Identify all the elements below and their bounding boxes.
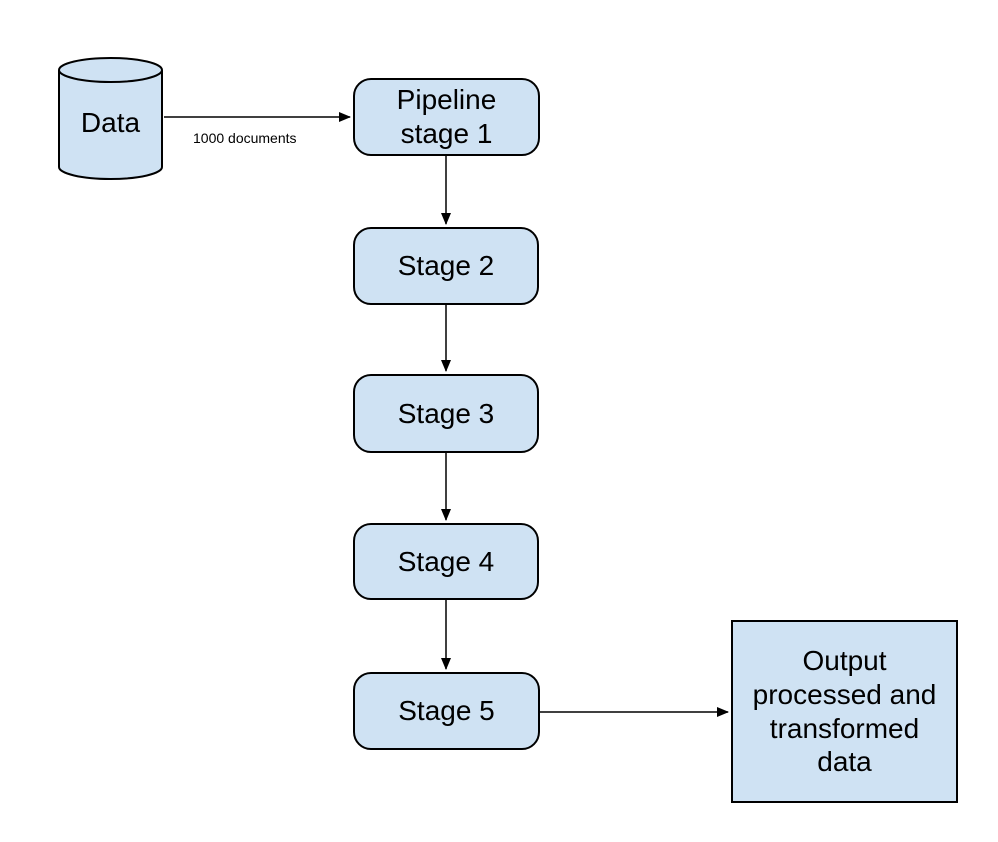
node-data-store: Data	[58, 57, 163, 180]
node-stage1: Pipeline stage 1	[353, 78, 540, 156]
edge-label-data-to-stage1: 1000 documents	[193, 130, 297, 146]
node-label-stage5: Stage 5	[398, 695, 495, 727]
node-stage5: Stage 5	[353, 672, 540, 750]
node-label-stage2: Stage 2	[397, 250, 495, 282]
node-label-stage1: Pipeline stage 1	[396, 84, 497, 149]
node-label-stage4: Stage 4	[397, 545, 495, 577]
node-stage2: Stage 2	[353, 227, 539, 305]
node-stage3: Stage 3	[353, 374, 539, 453]
node-label-data-store: Data	[80, 106, 141, 138]
node-output: Output processed and transformed data	[731, 620, 958, 803]
node-label-stage3: Stage 3	[397, 397, 495, 429]
node-stage4: Stage 4	[353, 523, 539, 600]
node-label-output: Output processed and transformed data	[752, 645, 937, 778]
cylinder-icon	[58, 57, 163, 180]
